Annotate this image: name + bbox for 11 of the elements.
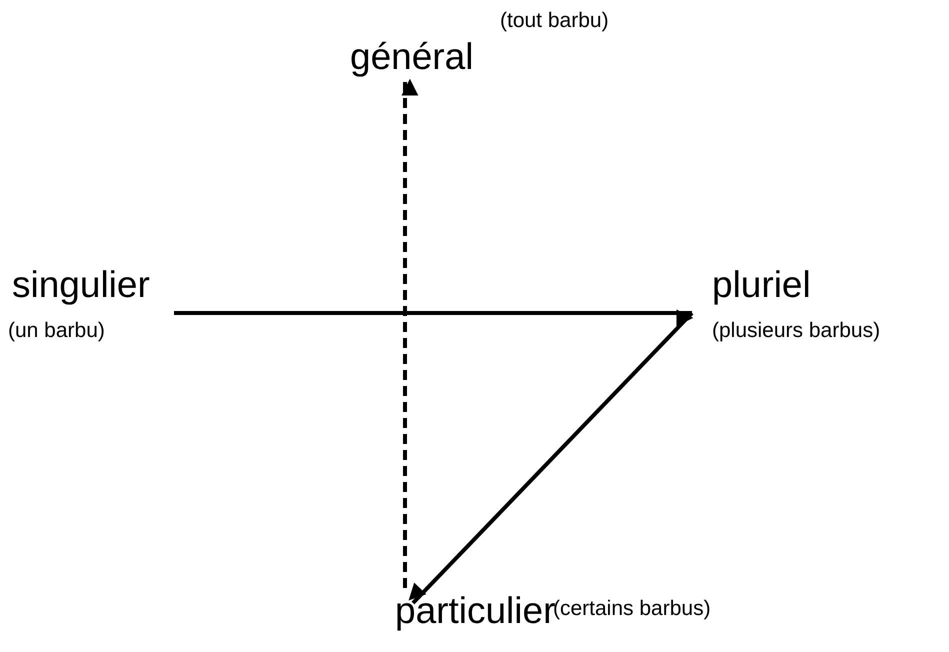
example-note: (plusieurs barbus) [712,320,880,341]
axis-label: singulier [12,266,150,303]
example-note: (un barbu) [8,320,105,341]
arrow [174,310,694,326]
axis-label: pluriel [712,266,811,303]
dashed-arrow [402,78,418,588]
arrow [408,312,694,604]
axis-label: général [350,38,474,75]
example-note: (tout barbu) [500,10,609,31]
example-note: (certains barbus) [553,598,711,619]
axis-label: particulier [395,592,556,629]
